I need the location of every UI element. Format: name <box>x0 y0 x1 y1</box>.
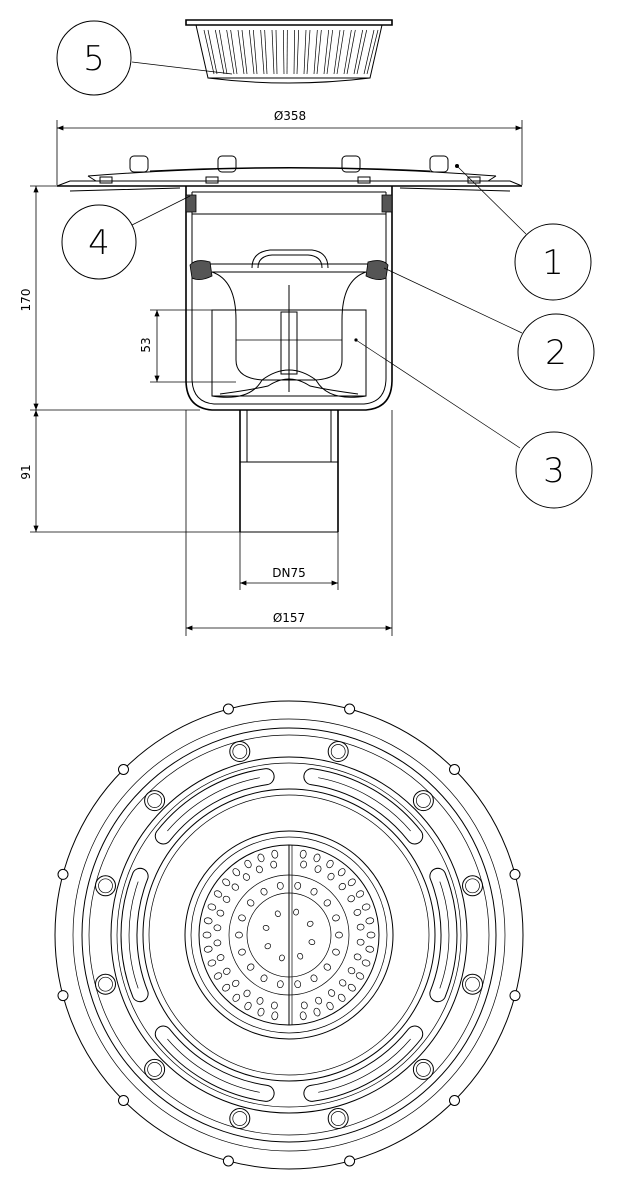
dimension-body-diameter: Ø157 <box>185 410 393 636</box>
callout-4: 4 <box>61 195 191 280</box>
dimension-trap-height: 53 <box>139 309 236 383</box>
strainer-basket <box>185 19 393 84</box>
trap-height-label: 53 <box>139 337 153 352</box>
svg-text:5: 5 <box>83 39 105 79</box>
body-diameter-label: Ø157 <box>273 611 305 625</box>
callout-2: 2 <box>383 267 595 391</box>
outlet-label: DN75 <box>272 566 306 580</box>
dimension-total-height: 170 <box>19 185 200 411</box>
total-height-label: 170 <box>19 289 33 312</box>
dimension-top-diameter: Ø358 <box>56 109 523 185</box>
dimension-outlet-height: 91 <box>19 410 240 533</box>
svg-text:3: 3 <box>543 451 565 491</box>
drain-body-side-view <box>56 155 523 533</box>
dimension-outlet: DN75 <box>239 532 339 590</box>
callout-5: 5 <box>56 20 233 96</box>
svg-text:2: 2 <box>545 333 567 373</box>
svg-text:1: 1 <box>542 243 564 283</box>
outlet-height-label: 91 <box>19 464 33 479</box>
drain-top-view <box>54 700 524 1170</box>
svg-text:4: 4 <box>88 223 110 263</box>
callout-3: 3 <box>355 339 593 509</box>
top-diameter-label: Ø358 <box>274 109 306 123</box>
callout-1: 1 <box>456 165 592 301</box>
